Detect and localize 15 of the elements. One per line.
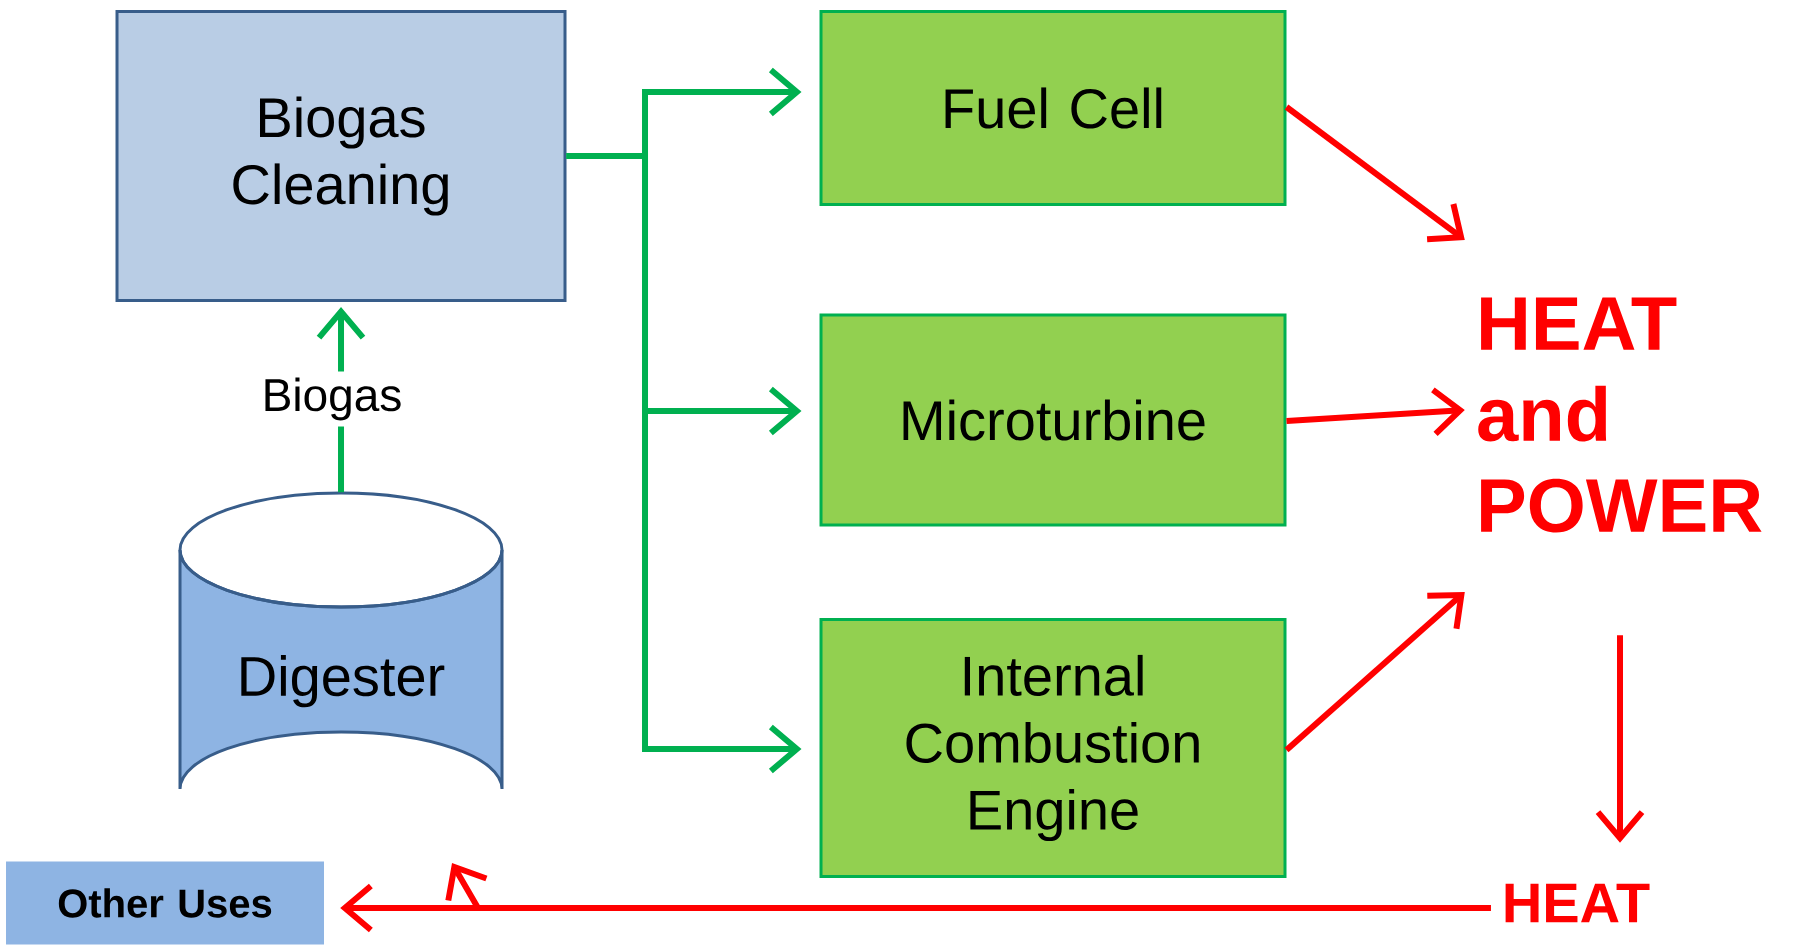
- digester-cylinder: Digester: [178, 491, 504, 791]
- output-box: Other Uses: [6, 861, 324, 945]
- process-box: Fuel Cell: [819, 10, 1287, 206]
- process-box: Internal Combustion Engine: [819, 618, 1287, 878]
- arrow: [445, 863, 1491, 911]
- output-label: HEAT and POWER: [1478, 297, 1762, 533]
- process-box: Microturbine: [819, 313, 1287, 527]
- output-label: HEAT: [1505, 883, 1650, 923]
- arrow: [566, 153, 802, 774]
- arrow: [1284, 104, 1465, 243]
- arrow: [1595, 635, 1645, 843]
- edge-label: Biogas: [255, 371, 409, 427]
- arrow: [1284, 592, 1465, 753]
- arrow: [1286, 387, 1465, 436]
- process-box: Biogas Cleaning: [115, 10, 567, 302]
